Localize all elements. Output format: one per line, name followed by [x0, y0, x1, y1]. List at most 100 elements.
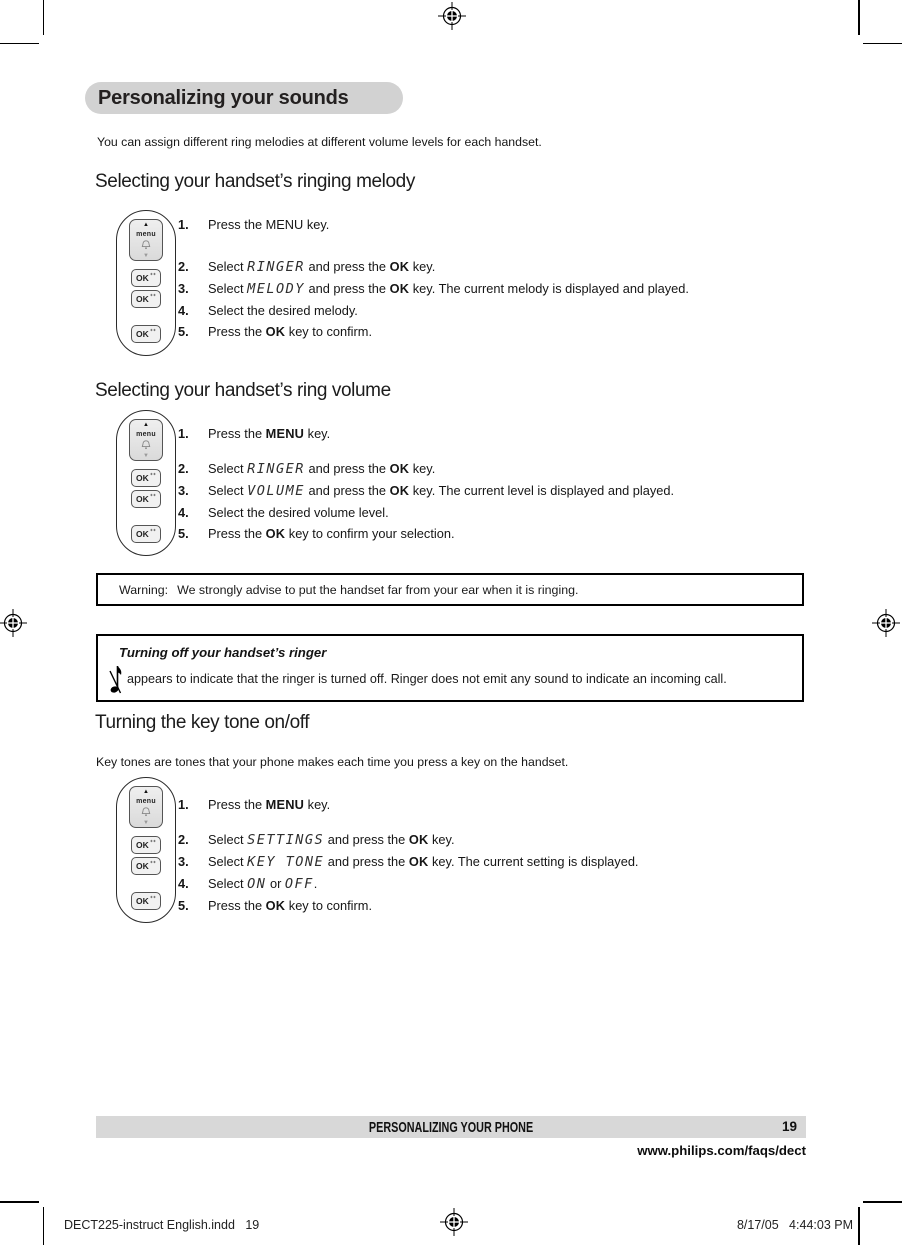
- step-number: 2.: [178, 832, 189, 847]
- step-item: 3.Select KEY TONE and press the OK key. …: [178, 851, 806, 873]
- step-number: 5.: [178, 898, 189, 913]
- down-arrow-icon: ▼: [143, 452, 149, 459]
- step-number: 3.: [178, 854, 189, 869]
- down-arrow-icon: ▼: [143, 252, 149, 259]
- step-number: 5.: [178, 324, 189, 339]
- footer-section-bar: PERSONALIZING YOUR PHONE 19: [96, 1116, 806, 1138]
- crop-mark: [0, 1201, 39, 1203]
- ringer-bell-icon: [141, 807, 151, 817]
- up-arrow-icon: ▲: [143, 222, 149, 228]
- ok-key-label: OK: [135, 329, 149, 339]
- ok-key-superscript: ⁺⁺: [149, 528, 157, 535]
- ringer-bell-icon: [141, 240, 151, 250]
- registration-mark-icon: [440, 1208, 468, 1236]
- menu-key-label: menu: [136, 230, 156, 238]
- crop-mark: [42, 1207, 44, 1245]
- menu-key-label: menu: [136, 430, 156, 438]
- up-arrow-icon: ▲: [143, 789, 149, 795]
- ok-key: OK⁺⁺: [131, 892, 161, 910]
- step-text: Select ON or OFF.: [208, 876, 318, 892]
- menu-key-label: menu: [136, 797, 156, 805]
- step-number: 2.: [178, 461, 189, 476]
- step-item: 4. Select the desired melody.: [178, 300, 806, 321]
- step-number: 4.: [178, 505, 189, 520]
- step-text: Press the MENU key.: [208, 217, 330, 232]
- steps-list-ring-volume: 1.Press the MENU key.2.Select RINGER and…: [178, 423, 806, 544]
- step-text: Select RINGER and press the OK key.: [208, 259, 436, 275]
- step-text: Select the desired volume level.: [208, 505, 389, 520]
- warning-box: Warning: We strongly advise to put the h…: [96, 573, 804, 606]
- step-item: 3. Select VOLUME and press the OK key. Th…: [178, 480, 806, 502]
- ok-key-superscript: ⁺⁺: [149, 328, 157, 335]
- step-text: Select RINGER and press the OK key.: [208, 461, 436, 477]
- down-arrow-icon: ▼: [143, 819, 149, 826]
- menu-key: ▲ menu ▼: [129, 219, 163, 261]
- warning-label: Warning:: [119, 582, 169, 597]
- step-item: 3. Select MELODY and press the OK key. Th…: [178, 278, 806, 300]
- ok-key-label: OK: [135, 896, 149, 906]
- registration-mark-icon: [0, 609, 27, 637]
- key-tone-intro: Key tones are tones that your phone make…: [96, 755, 569, 769]
- ok-key: OK⁺⁺: [131, 525, 161, 543]
- step-number: 4.: [178, 303, 189, 318]
- ok-key: OK⁺⁺: [131, 490, 161, 508]
- step-text: Select MELODY and press the OK key. The …: [208, 281, 689, 297]
- handset-keys-illustration: ▲ menu ▼ OK⁺⁺ OK⁺⁺ OK⁺⁺: [116, 410, 176, 556]
- crop-mark: [863, 1201, 902, 1203]
- ringer-bell-icon: [141, 440, 151, 450]
- step-item: 5. Press the OK key to confirm.: [178, 321, 806, 342]
- step-number: 1.: [178, 797, 189, 812]
- crop-mark: [858, 0, 860, 35]
- ok-key: OK⁺⁺: [131, 469, 161, 487]
- steps-list-ringing-melody: 1.Press the MENU key.2.Select RINGER and…: [178, 214, 806, 342]
- up-arrow-icon: ▲: [143, 422, 149, 428]
- step-item: 5. Press the OK key to confirm.: [178, 895, 806, 916]
- step-number: 5.: [178, 526, 189, 541]
- step-text: Press the MENU key.: [208, 426, 331, 441]
- section-heading-ring-volume: Selecting your handset’s ring volume: [95, 380, 391, 401]
- step-number: 3.: [178, 281, 189, 296]
- ringer-off-heading: Turning off your handset’s ringer: [119, 645, 327, 660]
- ok-key-superscript: ⁺⁺: [149, 839, 157, 846]
- step-number: 1.: [178, 217, 189, 232]
- crop-mark: [863, 42, 902, 44]
- ok-key: OK⁺⁺: [131, 857, 161, 875]
- ok-key-superscript: ⁺⁺: [149, 895, 157, 902]
- ok-key-label: OK: [135, 473, 149, 483]
- ok-key: OK⁺⁺: [131, 836, 161, 854]
- crop-mark: [42, 0, 44, 35]
- step-text: Select the desired melody.: [208, 303, 358, 318]
- registration-mark-icon: [872, 609, 900, 637]
- ok-key-superscript: ⁺⁺: [149, 293, 157, 300]
- step-item: 2. Select RINGER and press the OK key.: [178, 458, 806, 480]
- handset-keys-illustration: ▲ menu ▼ OK⁺⁺ OK⁺⁺ OK⁺⁺: [116, 777, 176, 923]
- step-text: Press the OK key to confirm.: [208, 324, 372, 339]
- step-text: Select VOLUME and press the OK key. The …: [208, 483, 675, 499]
- step-text: Press the OK key to confirm your selecti…: [208, 526, 455, 541]
- warning-text: We strongly advise to put the handset fa…: [177, 582, 579, 597]
- ok-key: OK⁺⁺: [131, 269, 161, 287]
- footer-section-label: PERSONALIZING YOUR PHONE: [368, 1118, 534, 1136]
- ok-key-label: OK: [135, 861, 149, 871]
- ringer-off-note-box: Turning off your handset’s ringer appear…: [96, 634, 804, 702]
- chapter-title: Personalizing your sounds: [98, 86, 349, 109]
- ok-key-label: OK: [135, 529, 149, 539]
- menu-key: ▲ menu ▼: [129, 786, 163, 828]
- step-text: Select SETTINGS and press the OK key.: [208, 832, 455, 848]
- ok-key: OK⁺⁺: [131, 325, 161, 343]
- step-item: 1.Press the MENU key.: [178, 794, 806, 815]
- menu-key: ▲ menu ▼: [129, 419, 163, 461]
- crop-mark: [0, 42, 39, 44]
- intro-text: You can assign different ring melodies a…: [97, 135, 542, 149]
- step-text: Press the OK key to confirm.: [208, 898, 372, 913]
- registration-mark-icon: [438, 2, 466, 30]
- step-number: 3.: [178, 483, 189, 498]
- ok-key-superscript: ⁺⁺: [149, 493, 157, 500]
- step-item: 2. Select SETTINGS and press the OK key.: [178, 829, 806, 851]
- ok-key: OK⁺⁺: [131, 290, 161, 308]
- ok-key-label: OK: [135, 294, 149, 304]
- chapter-title-pill: Personalizing your sounds: [85, 82, 403, 114]
- ok-key-superscript: ⁺⁺: [149, 472, 157, 479]
- handset-keys-illustration: ▲ menu ▼ OK⁺⁺ OK⁺⁺ OK⁺⁺: [116, 210, 176, 356]
- step-item: 5. Press the OK key to confirm your selec…: [178, 523, 806, 544]
